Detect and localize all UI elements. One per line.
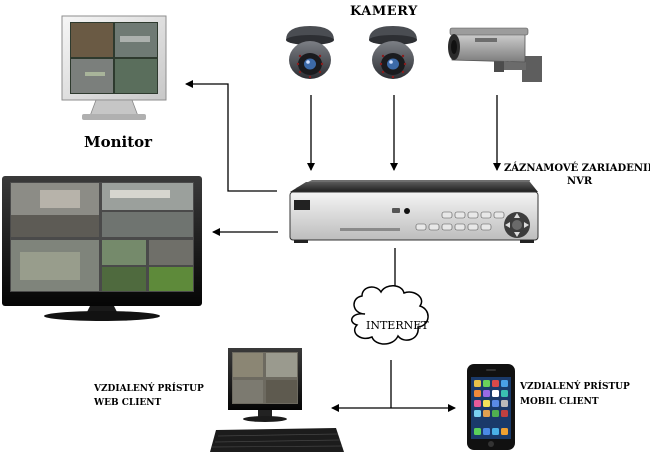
internet-cloud: [350, 285, 429, 345]
dome-camera-2: [369, 26, 417, 79]
mobile-client-label-line2: MOBIL CLIENT: [520, 397, 599, 407]
monitor-label: Monitor: [84, 133, 153, 151]
bullet-camera: [448, 27, 542, 82]
mobile-phone: [467, 364, 515, 450]
recorder-label-line1: ZÁZNAMOVÉ ZARIADENIE: [504, 163, 650, 174]
crt-monitor: [61, 15, 167, 120]
connection-lines: [185, 80, 501, 412]
mobile-client-label-line1: VZDIALENÝ PRÍSTUP: [520, 382, 630, 392]
dome-camera-1: [286, 26, 334, 79]
nvr-recorder: [289, 180, 539, 243]
recorder-label-line2: NVR: [567, 176, 593, 187]
flat-display: [2, 176, 202, 321]
internet-label: INTERNET: [366, 319, 429, 332]
cameras-title: KAMERY: [350, 4, 418, 19]
arrow-nvr-to-monitor: [185, 80, 277, 192]
remote-pc: [210, 348, 344, 452]
web-client-label-line1: VZDIALENÝ PRÍSTUP: [94, 384, 204, 394]
web-client-label-line2: WEB CLIENT: [94, 398, 162, 408]
